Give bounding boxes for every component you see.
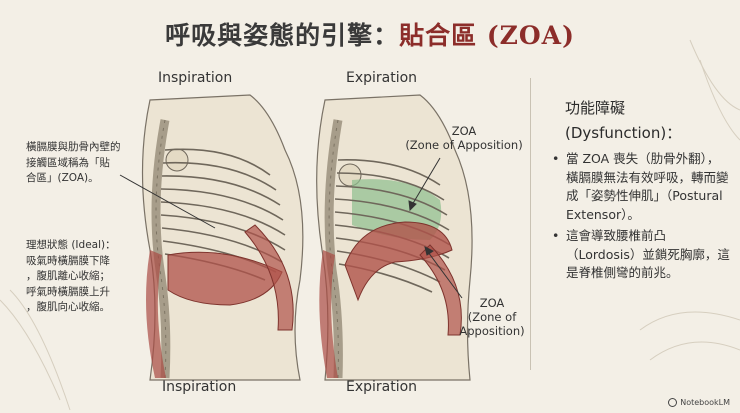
- inspiration-top-label: Inspiration: [158, 70, 233, 86]
- dysfunction-title: 功能障礙 (Dysfunction)：: [565, 96, 681, 146]
- leader-lines: [119, 157, 463, 299]
- zoa-line: ZOA: [479, 296, 505, 310]
- note-line: 呼氣時橫膈膜上升: [26, 285, 110, 298]
- title-main: 呼吸與姿態的引擎：: [165, 21, 400, 50]
- expiration-diaphragm: [344, 221, 453, 302]
- zoa-line: Apposition): [459, 324, 525, 338]
- inspiration-bottom-label: Inspiration: [162, 379, 237, 395]
- inspiration-spine: [151, 119, 171, 379]
- note-line: 理想狀態 (Ideal)：: [26, 239, 116, 251]
- expiration-figure: [316, 94, 473, 381]
- section-divider: [530, 78, 531, 370]
- title-accent: 貼合區 (ZOA): [399, 21, 575, 50]
- inspiration-back-muscle: [146, 250, 166, 378]
- note-line: 接觸區域稱為「貼: [26, 156, 110, 169]
- expiration-top-label: Expiration: [346, 70, 418, 86]
- note-line: ，腹肌離心收縮；: [26, 270, 110, 282]
- note-line: 橫膈膜與肋骨內壁的: [26, 141, 121, 153]
- dysfunction-item: • 這會導致腰椎前凸（Lordosis）並鎖死胸廓，這是脊椎側彎的前兆。: [552, 227, 730, 283]
- dysfunction-title-line: (Dysfunction)：: [565, 124, 682, 142]
- zoa-line: (Zone of: [467, 310, 517, 324]
- note-line: ，腹肌向心收縮。: [26, 301, 110, 313]
- expiration-abdominal-muscle: [419, 244, 462, 336]
- brand-watermark: NotebookLM: [668, 398, 730, 407]
- page-title: 呼吸與姿態的引擎：貼合區 (ZOA): [0, 16, 740, 52]
- inspiration-abdominal-muscle: [244, 224, 294, 331]
- expiration-back-muscle: [319, 250, 338, 378]
- inspiration-diaphragm: [167, 251, 283, 306]
- zoa-definition-note: 橫膈膜與肋骨內壁的 接觸區域稱為「貼 合區」(ZOA)。: [26, 140, 121, 187]
- zoa-line: ZOA: [451, 124, 477, 138]
- note-line: 吸氣時橫膈膜下降: [26, 254, 110, 267]
- notebooklm-logo-icon: [668, 398, 678, 407]
- inspiration-figure: [141, 94, 304, 381]
- bullet-icon: •: [552, 228, 560, 243]
- expiration-bottom-label: Expiration: [346, 379, 418, 395]
- zoa-lower-label: ZOA (Zone of Apposition): [452, 296, 532, 338]
- note-line: 合區」(ZOA)。: [26, 172, 99, 184]
- dysfunction-title-line: 功能障礙: [565, 99, 626, 117]
- ideal-state-note: 理想狀態 (Ideal)： 吸氣時橫膈膜下降 ，腹肌離心收縮； 呼氣時橫膈膜上升…: [26, 238, 116, 316]
- dysfunction-list: • 當 ZOA 喪失（肋骨外翻），橫膈膜無法有效呼吸，轉而變成「姿勢性伸肌」（Po…: [552, 150, 730, 286]
- dysfunction-item-text: 當 ZOA 喪失（肋骨外翻），橫膈膜無法有效呼吸，轉而變成「姿勢性伸肌」（Pos…: [566, 151, 729, 222]
- inspiration-shoulder-joint: [165, 148, 189, 172]
- dysfunction-item: • 當 ZOA 喪失（肋骨外翻），橫膈膜無法有效呼吸，轉而變成「姿勢性伸肌」（Po…: [552, 150, 730, 224]
- brand-label: NotebookLM: [680, 398, 730, 407]
- background-sketches: [0, 39, 740, 411]
- zoa-line: (Zone of Apposition): [405, 138, 523, 152]
- dysfunction-item-text: 這會導致腰椎前凸（Lordosis）並鎖死胸廓，這是脊椎側彎的前兆。: [566, 228, 730, 280]
- bullet-icon: •: [552, 151, 560, 166]
- zoa-upper-label: ZOA (Zone of Apposition): [404, 124, 524, 152]
